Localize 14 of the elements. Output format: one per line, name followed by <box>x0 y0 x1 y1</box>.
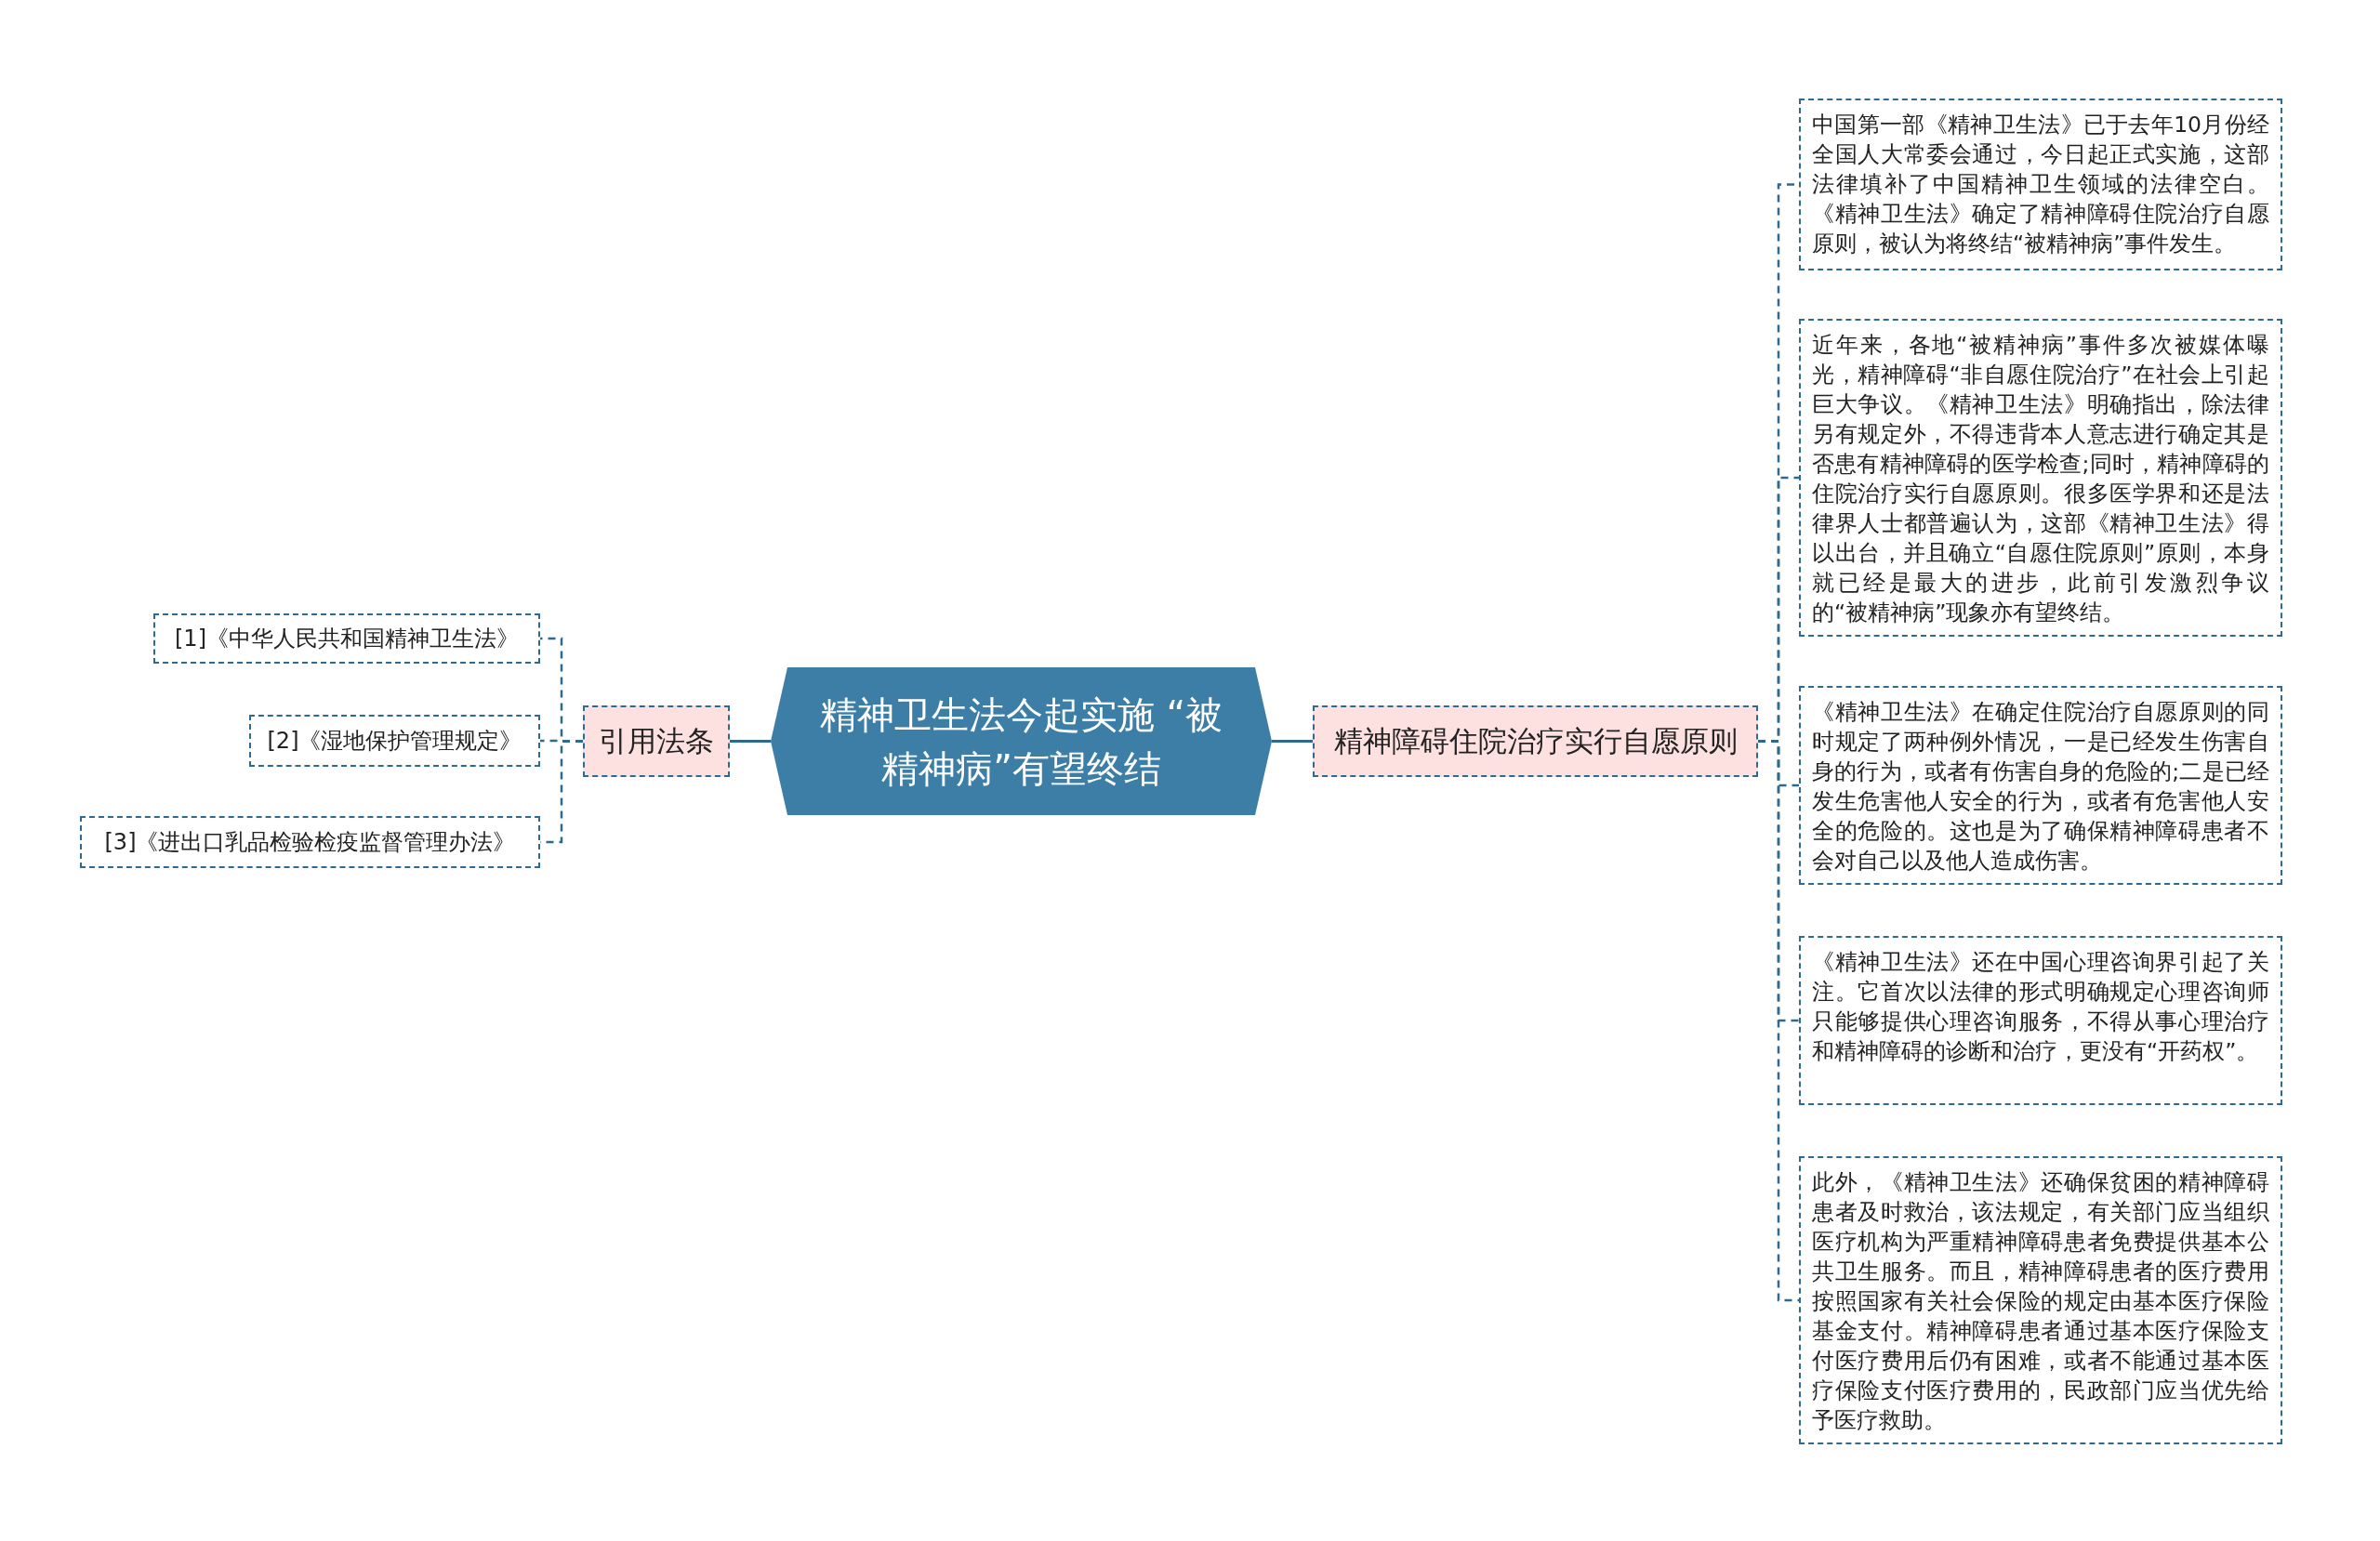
citation-box: [1]《中华人民共和国精神卫生法》 <box>153 613 540 664</box>
text-box: 《精神卫生法》在确定住院治疗自愿原则的同时规定了两种例外情况，一是已经发生伤害自身的行为，或者有伤害自身的危险的;二是已经发生危害他人安全的行为，或者有危害他人安全的危险的。这也是为了确保精神障碍患者不会对自己以及他人造成伤害。 <box>1799 686 2282 885</box>
citation-box: [3]《进出口乳品检验检疫监督管理办法》 <box>80 816 540 868</box>
text-box: 此外，《精神卫生法》还确保贫困的精神障碍患者及时救治，该法规定，有关部门应当组织医疗机构为严重精神障碍患者免费提供基本公共卫生服务。而且，精神障碍患者的医疗费用按照国家有关社会保险的规定由基本医疗保险基金支付。精神障碍患者通过基本医疗保险支付医疗费用后仍有困难，或者不能通过基本医疗保险支付医疗费用的，民政部门应当优先给予医疗救助。 <box>1799 1156 2282 1444</box>
branch-box: 精神障碍住院治疗实行自愿原则 <box>1313 705 1758 777</box>
connector <box>730 740 771 743</box>
text-box: 近年来，各地“被精神病”事件多次被媒体曝光，精神障碍“非自愿住院治疗”在社会上引起巨大争议。《精神卫生法》明确指出，除法律另有规定外，不得违背本人意志进行确定其是否患有精神障碍的医学检查;同时，精神障碍的住院治疗实行自愿原则。很多医学界和还是法律界人士都普遍认为，这部《精神卫生法》得以出台，并且确立“自愿住院原则”原则，本身就已经是最大的进步，此前引发激烈争议的“被精神病”现象亦有望终结。 <box>1799 319 2282 637</box>
branch-box: 引用法条 <box>583 705 730 777</box>
topic-title: 精神卫生法今起实施 “被精神病”有望终结 <box>818 691 1224 792</box>
connector <box>1272 740 1313 743</box>
citation-box: [2]《湿地保护管理规定》 <box>249 715 540 767</box>
text-box: 中国第一部《精神卫生法》已于去年10月份经全国人大常委会通过，今日起正式实施，这部法律填补了中国精神卫生领域的法律空白。《精神卫生法》确定了精神障碍住院治疗自愿原则，被认为将终结“被精神病”事件发生。 <box>1799 99 2282 270</box>
topic-hexagon <box>771 667 1272 815</box>
text-box: 《精神卫生法》还在中国心理咨询界引起了关注。它首次以法律的形式明确规定心理咨询师只能够提供心理咨询服务，不得从事心理治疗和精神障碍的诊断和治疗，更没有“开药权”。 <box>1799 936 2282 1105</box>
